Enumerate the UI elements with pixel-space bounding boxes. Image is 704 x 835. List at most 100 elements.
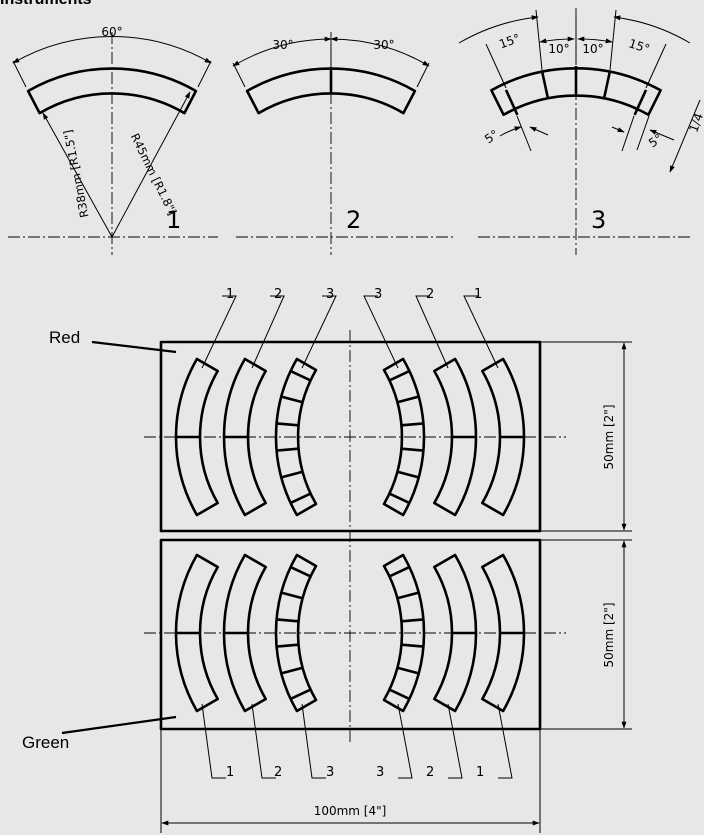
green-type-3-left-piece	[274, 553, 318, 713]
detail-view-2: 30° 30° 2	[232, 32, 454, 255]
layout-panels	[144, 330, 566, 742]
view3-cut-edge-dimension	[669, 99, 701, 173]
red-type-2-left-piece	[222, 357, 267, 517]
red-type-3-left-piece	[274, 357, 318, 517]
view3-outer-left-dimension	[458, 15, 539, 44]
view3-number: 3	[591, 206, 606, 234]
red-type-3-left-segment-divider-6	[290, 492, 312, 505]
bottom-part-callout-leader-4	[397, 703, 413, 779]
panel-height-label-top: 50mm [2"]	[602, 405, 616, 470]
green-type-3-right-piece	[382, 553, 426, 713]
top-part-callout-2: 2	[274, 287, 282, 302]
red-type-3-right-segment-divider-3	[401, 422, 424, 427]
view2-right-angle-dimension	[330, 36, 430, 67]
bottom-part-callout-5: 2	[426, 765, 434, 780]
green-type-3-left-segment-divider-4	[276, 643, 299, 648]
red-type-1-right-piece	[481, 357, 526, 517]
view3-end-left-dimension-tail	[529, 126, 549, 136]
red-type-3-right-segment-divider-6	[388, 492, 410, 505]
view3-arc-piece	[490, 67, 662, 117]
red-panel	[159, 340, 542, 533]
top-part-callout-leader-6	[463, 295, 499, 369]
green-type-3-right-segment-divider-4	[401, 643, 424, 648]
green-panel	[159, 538, 542, 731]
bottom-part-callout-4: 3	[376, 765, 384, 780]
width-label: 100mm [4"]	[314, 804, 387, 818]
view3-end-right-dimension-tail	[611, 126, 625, 133]
view3-segment-dividers	[504, 66, 648, 116]
view1-angle-label: 60°	[101, 25, 122, 39]
green-type-3-right-segment-divider-3	[401, 618, 424, 623]
detail-view-1: 60° R38mm [R1.5"] R45mm [R1.8"] 1	[8, 25, 218, 255]
view3-inner-right-dimension	[577, 36, 613, 44]
green-type-3-left-segment-divider-5	[280, 666, 303, 675]
bottom-part-callout-leader-2	[251, 703, 276, 779]
layout-arc-pieces	[174, 357, 526, 713]
red-type-3-right-segment-divider-4	[401, 447, 424, 452]
panel-height-label-bottom: 50mm [2"]	[602, 603, 616, 668]
red-type-3-right-piece	[382, 357, 426, 517]
view2-number: 2	[346, 206, 361, 234]
red-label-leader	[91, 340, 177, 354]
top-part-callout-5: 2	[426, 287, 434, 302]
green-type-3-right-segment-divider-6	[388, 688, 410, 701]
green-type-3-left-segment-divider-1	[290, 565, 312, 578]
red-type-3-left-segment-divider-3	[276, 422, 299, 427]
view3-end-right-dimension	[649, 129, 675, 141]
view1-inner-radius-label: R38mm [R1.5"]	[61, 129, 92, 219]
view2-arc-piece	[245, 67, 417, 115]
view3-end-left-label: 5°	[482, 127, 501, 146]
green-type-3-right-segment-divider-5	[397, 666, 420, 675]
view3-inner-right-label: 10°	[582, 42, 603, 56]
view3-outer-left-label: 15°	[497, 31, 522, 51]
view3-end-right-label: 5°	[646, 131, 665, 150]
detail-view-3: 15° 10° 10° 15° 5° 5° 1/4 3	[458, 8, 704, 255]
bottom-part-callout-2: 2	[274, 765, 282, 780]
view1-number: 1	[166, 206, 181, 234]
green-type-3-right-segment-divider-1	[388, 565, 410, 578]
green-label: Green	[22, 733, 70, 752]
bottom-part-callout-leader-5	[447, 703, 463, 779]
green-type-3-left-segment-divider-6	[290, 688, 312, 701]
view1-extension-right	[197, 60, 212, 88]
bottom-part-callout-leader-1	[201, 703, 226, 779]
view1-radius-leader-outer	[111, 91, 191, 238]
top-part-callout-3: 3	[326, 287, 334, 302]
view2-extension-right	[416, 62, 430, 88]
view2-left-angle-label: 30°	[272, 38, 293, 52]
green-type-1-left-piece	[174, 553, 219, 713]
view2-left-angle-dimension	[232, 36, 332, 67]
bottom-part-callout-leader-6	[497, 703, 513, 779]
view3-inner-left-dimension	[539, 36, 575, 44]
top-part-callout-leader-2	[251, 295, 285, 369]
green-type-1-right-piece	[481, 553, 526, 713]
red-type-3-right-segment-divider-1	[388, 369, 410, 382]
top-part-callout-6: 1	[474, 287, 482, 302]
top-part-callout-leader-4	[363, 295, 399, 369]
red-type-3-left-segment-divider-4	[276, 447, 299, 452]
green-type-3-right-segment-divider-2	[397, 591, 420, 600]
view2-right-angle-label: 30°	[373, 38, 394, 52]
view3-inner-left-label: 10°	[548, 42, 569, 56]
red-label: Red	[49, 328, 81, 347]
view1-radius-leader-inner	[42, 112, 113, 238]
view3-outer-right-label: 15°	[627, 36, 652, 56]
page-heading: Instruments	[0, 0, 92, 9]
top-part-callout-4: 3	[374, 287, 382, 302]
overall-dimensions: 50mm [2"] 50mm [2"] 100mm [4"]	[160, 341, 632, 833]
view3-outer-right-dimension	[613, 15, 691, 44]
top-part-callout-leader-3	[301, 295, 337, 369]
view3-end-left-dimension	[499, 126, 522, 137]
red-type-3-left-segment-divider-1	[290, 369, 312, 382]
top-part-callout-leader-5	[415, 295, 449, 369]
view2-extension-left	[232, 62, 246, 88]
red-type-3-left-segment-divider-2	[280, 395, 303, 404]
red-type-2-right-piece	[433, 357, 478, 517]
green-type-2-left-piece	[222, 553, 267, 713]
bottom-part-callout-6: 1	[476, 765, 484, 780]
top-part-callout-1: 1	[226, 287, 234, 302]
red-type-1-left-piece	[174, 357, 219, 517]
